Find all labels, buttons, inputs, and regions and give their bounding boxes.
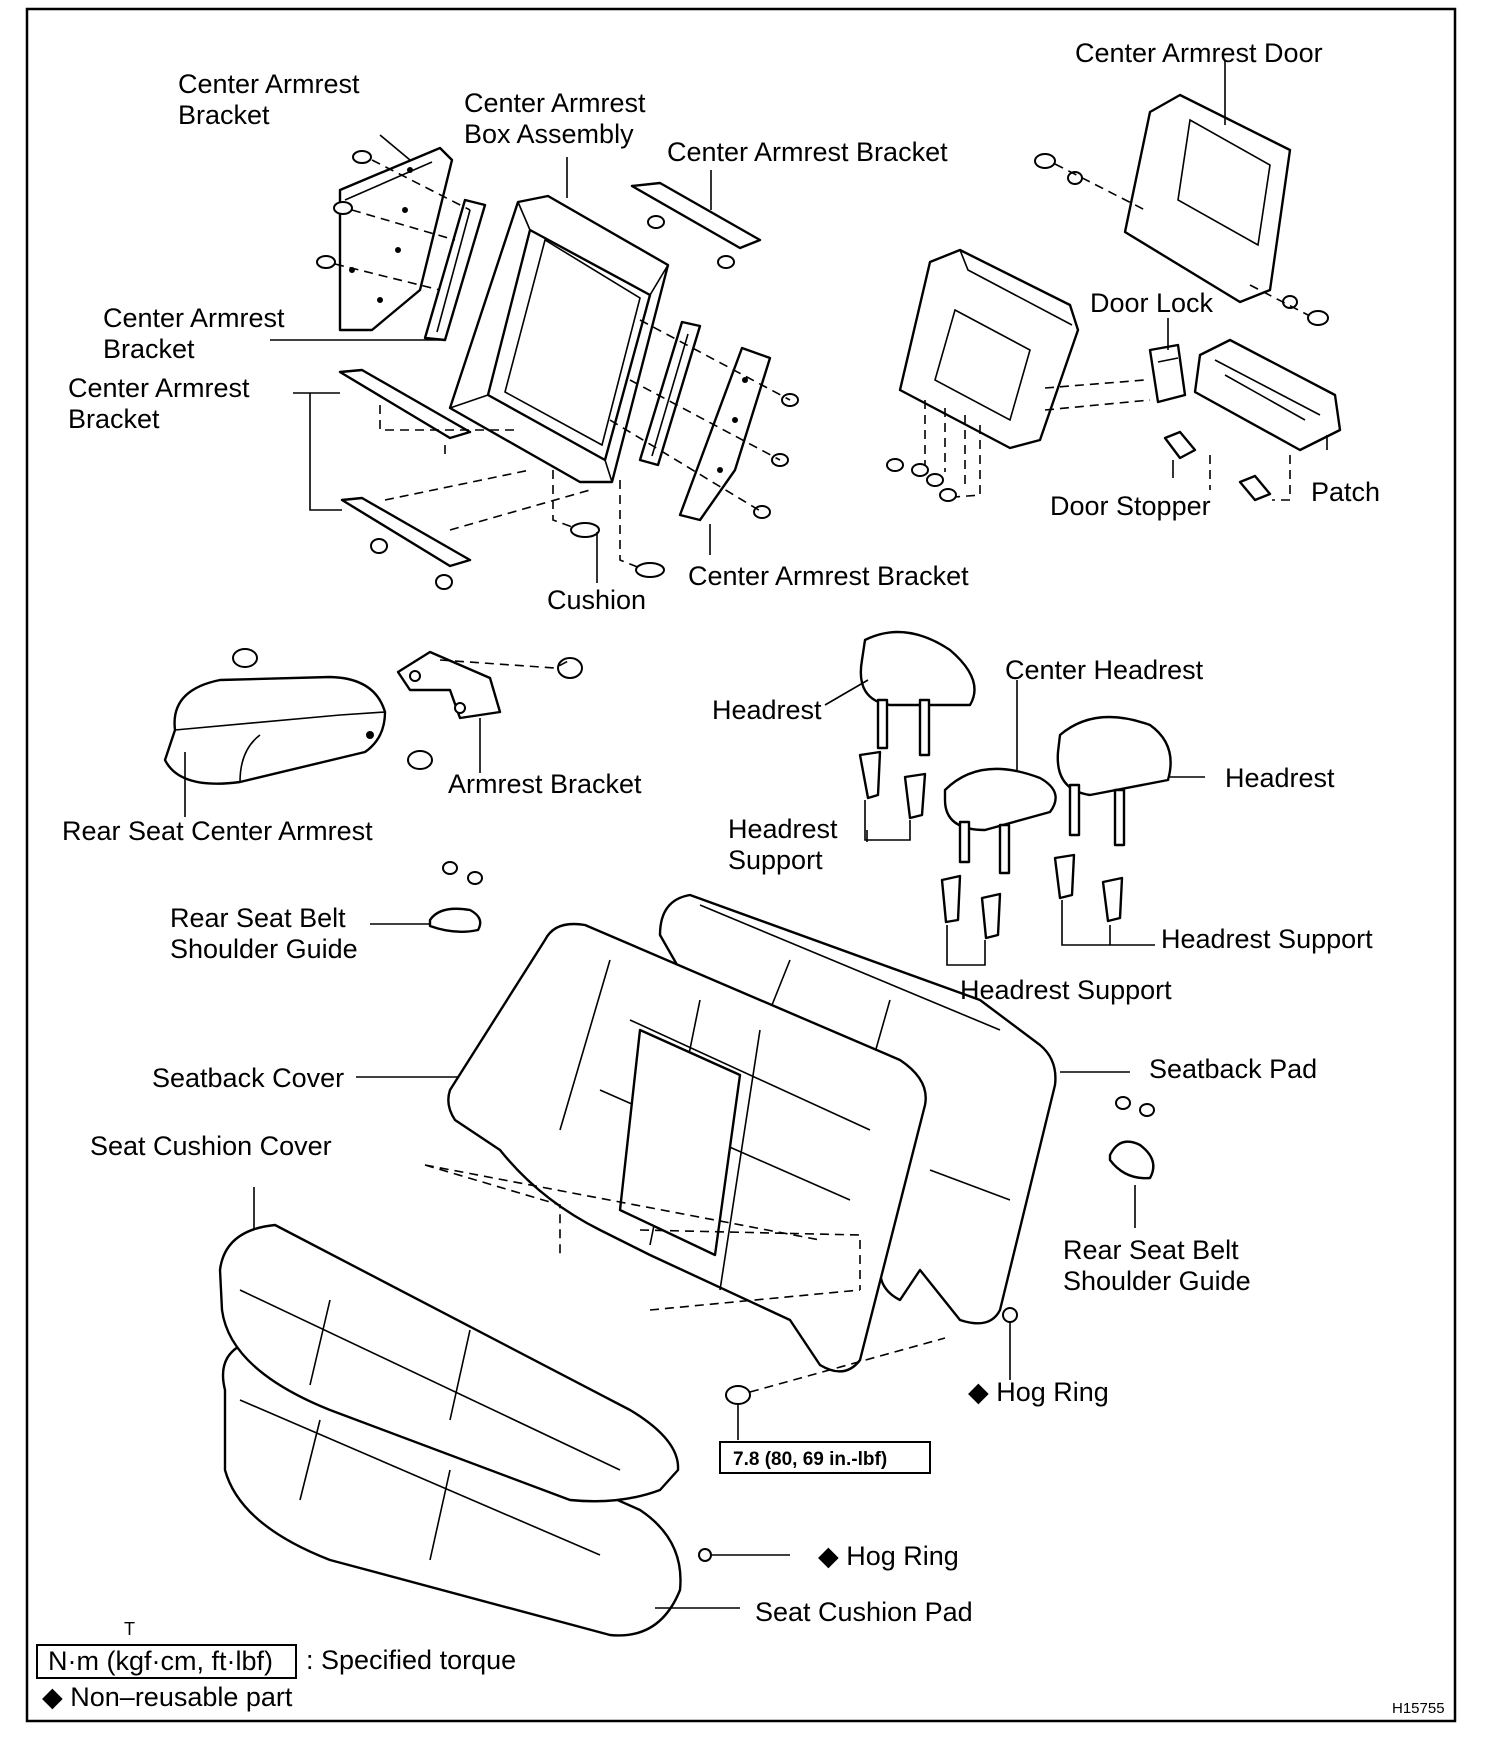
center-armrest-bracket-left-curved [338,146,454,332]
nut [557,657,583,679]
center-armrest-bracket-strip-left [423,198,487,342]
screw-set-right [753,393,799,519]
label-center-armrest-box: Center Armrest [464,88,646,118]
legend-torque-unit: N·m (kgf·cm, ft·lbf) [48,1646,273,1676]
torque-spec-box: 7.8 (80, 69 in.-lbf) [719,1441,931,1474]
label-center-armrest-door: Center Armrest Door [1075,38,1323,68]
center-armrest-bracket-right-curved [678,346,772,522]
door-stopper [1163,430,1197,460]
label-headrest-support: Headrest Support [1161,924,1373,954]
patch-assembly [1193,338,1342,452]
headrest-post [998,823,1011,875]
legend: T N·m (kgf·cm, ft·lbf) : Specified torqu… [36,1619,516,1712]
label-rear-seat-center-armrest: Rear Seat Center Armrest [62,816,373,846]
legend-torque-desc: : Specified torque [306,1645,516,1675]
center-armrest-box-group [316,146,799,590]
headrest-group [858,630,1172,966]
patch [1238,474,1272,502]
label-seat-cushion-cover: Seat Cushion Cover [90,1131,332,1161]
seat-cushion-cover [218,1223,680,1503]
label-center-armrest-bracket: Center Armrest Bracket [688,561,969,591]
label-center-headrest: Center Headrest [1005,655,1204,685]
label-headrest: Headrest [1225,763,1335,793]
armrest-bracket [396,650,502,720]
rear-seat-center-armrest-group [163,648,583,785]
center-armrest-bracket-lower-2 [340,496,472,568]
label-center-armrest-bracket: Bracket [178,100,270,130]
label-seat-cushion-pad: Seat Cushion Pad [755,1597,973,1627]
label-center-armrest-bracket: Bracket [68,404,160,434]
hog-ring-upper-icon [1002,1307,1018,1323]
label-cushion: Cushion [547,585,646,615]
center-armrest-door-group [886,93,1342,502]
label-center-armrest-box: Box Assembly [464,119,634,149]
leader-lines [184,60,1328,1609]
label-headrest: Headrest [712,695,822,725]
center-armrest-bracket-lower-1 [338,368,472,440]
labels: Center Armrest Door Center Armrest Brack… [62,38,1380,1627]
label-door-lock: Door Lock [1090,288,1214,318]
screw [1034,153,1056,169]
label-headrest-support: Headrest Support [960,975,1172,1005]
screw-set-left [316,150,372,269]
label-door-stopper: Door Stopper [1050,491,1211,521]
label-center-armrest-bracket: Center Armrest [178,69,360,99]
label-seatback-cover: Seatback Cover [152,1063,344,1093]
label-rear-seat-belt-guide: Rear Seat Belt [170,903,346,933]
label-center-armrest-bracket: Center Armrest [68,373,250,403]
bolt [232,648,258,668]
label-rear-seat-belt-guide: Rear Seat Belt [1063,1235,1239,1265]
headrest-post [1068,783,1081,837]
shoulder-guide-right [1108,1096,1155,1180]
rear-seat-center-armrest [163,675,387,785]
headrest-post [876,698,889,750]
torque-bolt [725,1385,751,1405]
label-seatback-pad: Seatback Pad [1149,1054,1317,1084]
cushion-part [635,562,665,578]
label-rear-seat-belt-guide: Shoulder Guide [170,934,358,964]
legend-non-reusable: ◆ Non–reusable part [42,1682,293,1712]
label-hog-ring: ◆ Hog Ring [818,1541,959,1571]
label-center-armrest-bracket: Center Armrest [103,303,285,333]
headrest-post [1113,788,1126,847]
screw-set-box [886,458,957,502]
center-armrest-door [1123,93,1292,304]
hog-ring-lower-icon [698,1548,712,1562]
screw [1307,310,1329,326]
screw [717,255,735,269]
headrest-left [859,630,976,707]
torque-value: 7.8 (80, 69 in.-lbf) [733,1449,887,1470]
label-rear-seat-belt-guide: Shoulder Guide [1063,1266,1251,1296]
figure-id: H15755 [1392,1700,1445,1717]
headrest-post [918,698,931,757]
headrest-post [958,820,971,864]
screw [370,538,388,554]
headrest-supports [858,750,1124,940]
legend-mark: T [124,1619,135,1639]
label-headrest-support: Headrest [728,814,838,844]
cushion-part [570,522,600,538]
label-armrest-bracket: Armrest Bracket [448,769,642,799]
label-center-armrest-bracket: Center Armrest Bracket [667,137,948,167]
label-headrest-support: Support [728,845,823,875]
center-armrest-bracket-top-flat [630,181,762,250]
label-center-armrest-bracket: Bracket [103,334,195,364]
screw [435,574,453,590]
shoulder-guide-left [428,861,483,933]
bolt [407,750,433,770]
screw [647,215,665,229]
center-headrest [943,767,1057,832]
label-hog-ring: ◆ Hog Ring [968,1377,1109,1407]
door-lock [1148,343,1187,404]
headrest-right [1056,715,1172,797]
center-armrest-inner-box [898,248,1080,450]
legend-torque-box [36,1644,297,1679]
diagram-frame [25,7,1457,1723]
label-patch: Patch [1311,477,1380,507]
